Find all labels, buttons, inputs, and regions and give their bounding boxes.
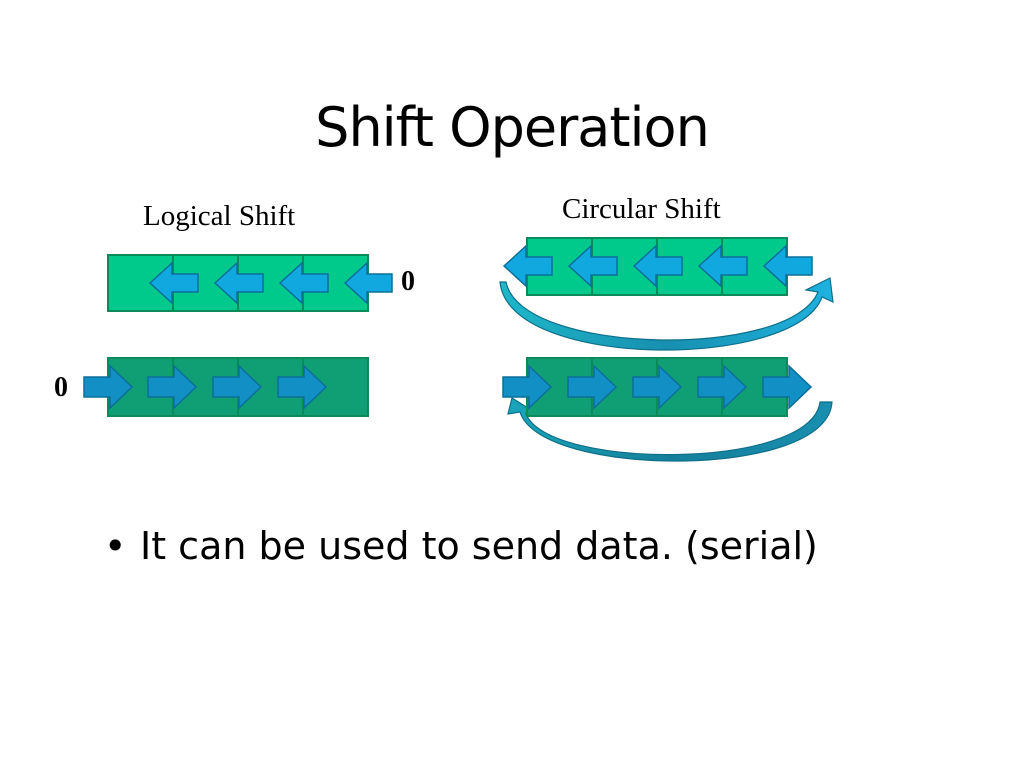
wraparound-arrow-icon bbox=[499, 277, 834, 351]
circular-shift-label: Circular Shift bbox=[562, 193, 721, 225]
right-arrow-icon bbox=[567, 364, 618, 410]
right-arrow-icon bbox=[277, 364, 328, 410]
left-arrow-icon bbox=[697, 244, 748, 288]
left-arrow-icon bbox=[762, 244, 813, 288]
left-arrow-icon bbox=[502, 244, 553, 288]
left-arrow-icon bbox=[278, 261, 329, 305]
right-arrow-icon bbox=[212, 364, 263, 410]
left-arrow-icon bbox=[213, 261, 264, 305]
bullet-marker: • bbox=[104, 524, 127, 568]
left-arrow-icon bbox=[148, 261, 199, 305]
wraparound-arrow-icon bbox=[507, 397, 833, 462]
right-arrow-icon bbox=[83, 364, 134, 410]
right-arrow-icon bbox=[697, 364, 748, 410]
logical-right-shift-fill-bit: 0 bbox=[54, 372, 68, 403]
circular-shift-left-register bbox=[499, 237, 834, 351]
logical-shift-right-register bbox=[83, 357, 369, 417]
circular-shift-right-register bbox=[502, 357, 833, 462]
bullet-item: • It can be used to send data. (serial) bbox=[104, 524, 818, 568]
logical-shift-label: Logical Shift bbox=[143, 200, 296, 232]
right-arrow-icon bbox=[762, 364, 813, 410]
slide-title: Shift Operation bbox=[315, 96, 710, 159]
left-arrow-icon bbox=[343, 261, 393, 305]
right-arrow-icon bbox=[502, 364, 553, 410]
right-arrow-icon bbox=[632, 364, 683, 410]
logical-left-shift-fill-bit: 0 bbox=[401, 266, 415, 297]
right-arrow-icon bbox=[147, 364, 198, 410]
left-arrow-icon bbox=[632, 244, 683, 288]
bullet-text: It can be used to send data. (serial) bbox=[140, 524, 818, 568]
left-arrow-icon bbox=[567, 244, 618, 288]
logical-shift-left-register bbox=[107, 254, 393, 312]
